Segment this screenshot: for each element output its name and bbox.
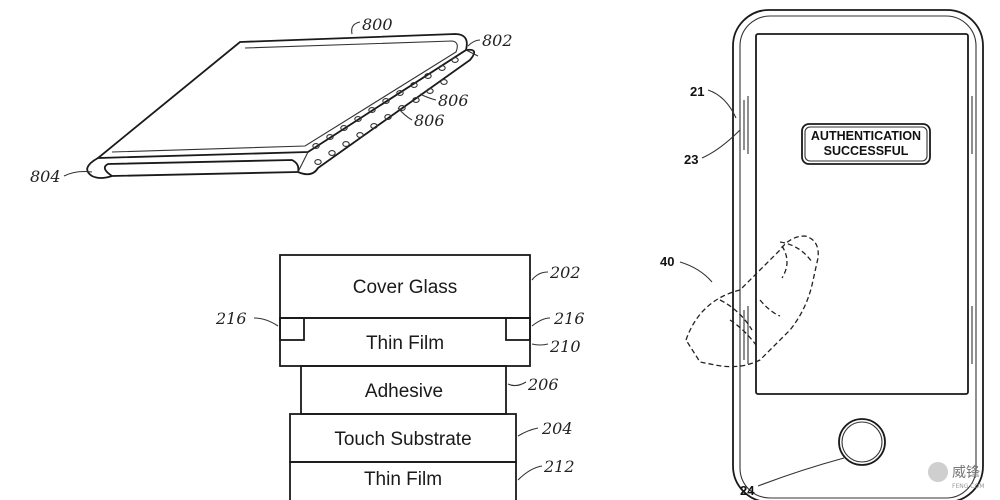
side-pad-right [505,317,531,341]
watermark-logo-icon [928,462,948,482]
ref-204: 204 [541,419,573,438]
ref-202: 202 [549,263,581,282]
layer-thin-film-top-label: Thin Film [366,333,444,354]
ref-40: 40 [660,254,674,269]
side-pad-left [279,317,305,341]
watermark-brand: 威锋 [952,465,980,481]
ref-216-left: 216 [215,309,247,328]
ref-806-a: 806 [438,91,469,110]
auth-message-line2: SUCCESSFUL [824,144,909,158]
ref-21: 21 [690,84,704,99]
finger-outline [685,235,819,368]
watermark: 威锋 FENG.COM [928,462,984,490]
perforation-holes [312,57,459,165]
layer-thin-film-bottom [289,461,517,500]
auth-message-line1: AUTHENTICATION [811,129,921,143]
watermark-site: FENG.COM [952,483,984,490]
ref-24: 24 [740,483,755,498]
ref-23: 23 [684,152,698,167]
ref-216-right: 216 [553,309,585,328]
layer-touch-substrate-label: Touch Substrate [334,429,471,450]
phone-screen [755,33,969,395]
home-button [838,418,886,466]
auth-message-box [801,123,931,165]
phone-figure: AUTHENTICATION SUCCESSFUL 21 23 40 24 [660,9,984,500]
ref-802: 802 [482,31,513,50]
ref-206: 206 [527,375,559,394]
ref-804: 804 [30,167,61,186]
ref-806-b: 806 [414,111,445,130]
figure-800: 800 802 806 806 804 [30,15,513,186]
ref-212: 212 [543,457,575,476]
layer-thin-film-bottom-label: Thin Film [364,469,442,490]
layer-adhesive-label: Adhesive [365,381,443,402]
ref-210: 210 [549,337,581,356]
phone-housing [732,9,984,500]
layer-cover-glass-label: Cover Glass [353,277,458,298]
layer-stack: Cover Glass Thin Film Adhesive Touch Sub… [215,254,585,500]
ref-800: 800 [362,15,393,34]
